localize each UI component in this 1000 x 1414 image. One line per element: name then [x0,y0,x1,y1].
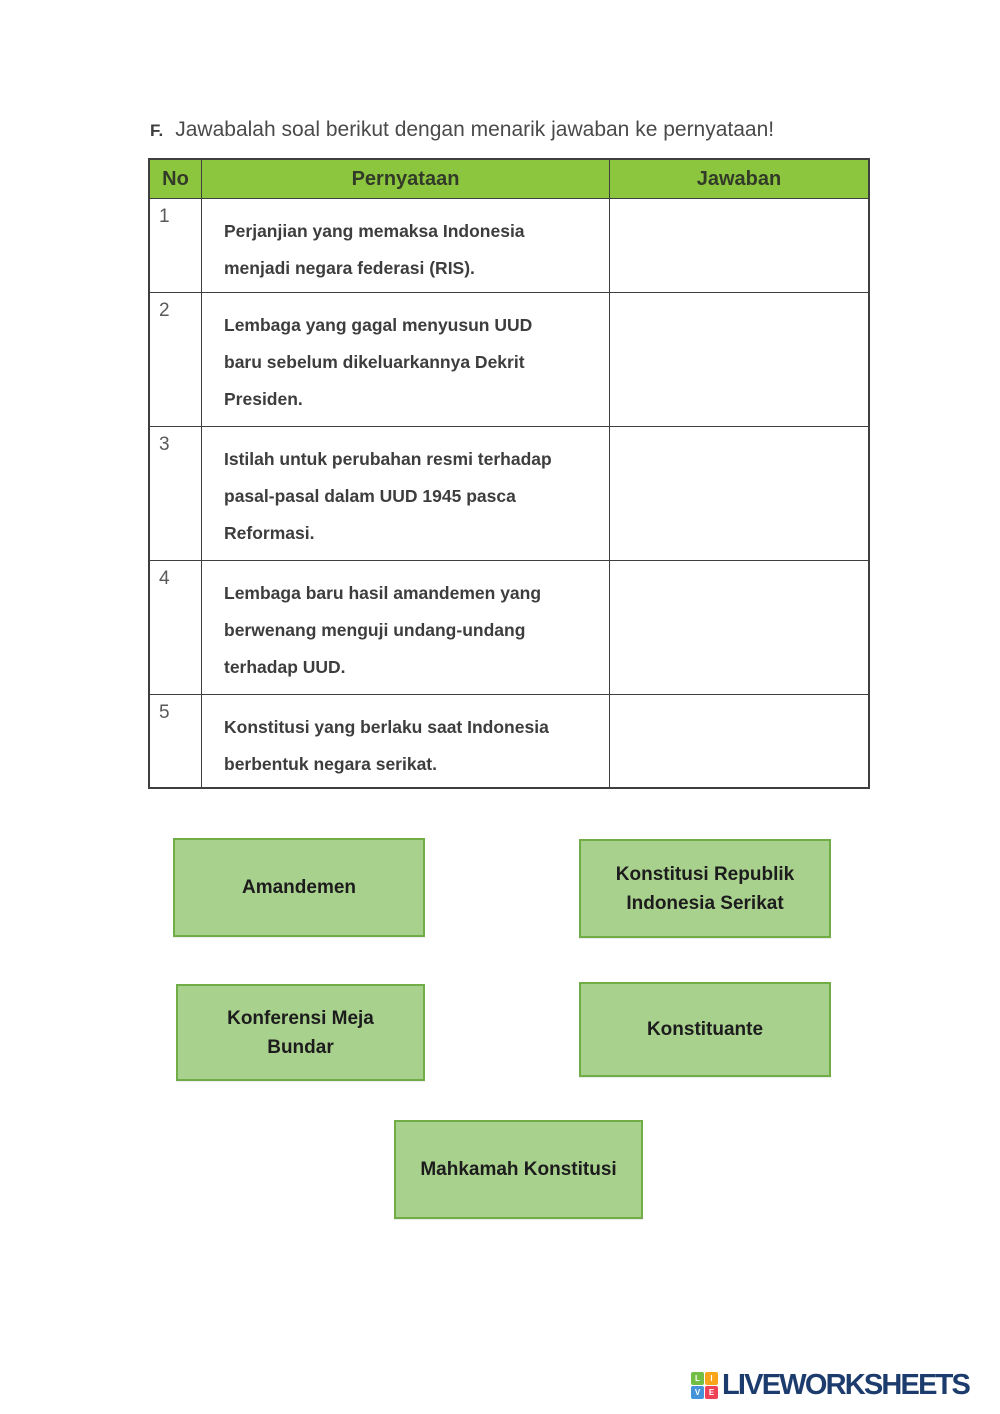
answer-drag-box-konstituante[interactable]: Konstituante [579,982,831,1077]
logo-square-e: E [705,1385,718,1399]
answer-drag-box-konferensi-meja-bundar[interactable]: Konferensi Meja Bundar [176,984,425,1081]
statement-text: Perjanjian yang memaksa Indonesia menjad… [202,199,610,292]
answer-drop-cell-1[interactable] [610,199,868,292]
statement-text: Lembaga baru hasil amandemen yang berwen… [202,561,610,694]
answer-drag-box-mahkamah-konstitusi[interactable]: Mahkamah Konstitusi [394,1120,643,1219]
row-number: 2 [159,300,170,321]
column-header-pernyataan: Pernyataan [202,160,610,198]
row-number: 1 [159,206,170,227]
statement-text: Konstitusi yang berlaku saat Indonesia b… [202,695,610,787]
answer-drop-cell-5[interactable] [610,695,868,787]
logo-square-v: V [691,1385,704,1399]
answer-drop-cell-4[interactable] [610,561,868,694]
answer-drop-cell-3[interactable] [610,427,868,560]
column-header-no: No [150,160,202,198]
liveworksheets-brand: L I V E LIVEWORKSHEETS [691,1368,971,1401]
row-number: 4 [159,568,170,589]
table-row: 4 Lembaga baru hasil amandemen yang berw… [150,560,868,694]
table-header-row: No Pernyataan Jawaban [150,160,868,198]
exercise-title: F. Jawabalah soal berikut dengan menarik … [150,118,890,142]
answer-drop-cell-2[interactable] [610,293,868,426]
matching-table: No Pernyataan Jawaban 1 Perjanjian yang … [148,158,870,789]
liveworksheets-logo-icon: L I V E [691,1371,718,1399]
exercise-instruction: Jawabalah soal berikut dengan menarik ja… [175,118,775,141]
statement-text: Lembaga yang gagal menyusun UUD baru seb… [202,293,610,426]
row-number: 3 [159,434,170,455]
table-row: 1 Perjanjian yang memaksa Indonesia menj… [150,198,868,292]
logo-square-i: I [705,1371,718,1385]
statement-text: Istilah untuk perubahan resmi terhadap p… [202,427,610,560]
exercise-letter: F. [150,121,164,140]
brand-wordmark: LIVEWORKSHEETS [722,1368,971,1401]
logo-square-l: L [691,1371,704,1385]
column-header-jawaban: Jawaban [696,167,782,190]
answer-drag-box-amandemen[interactable]: Amandemen [173,838,425,937]
table-row: 2 Lembaga yang gagal menyusun UUD baru s… [150,292,868,426]
row-number: 5 [159,702,170,723]
answer-drag-box-konstitusi-ris[interactable]: Konstitusi Republik Indonesia Serikat [579,839,831,938]
table-row: 3 Istilah untuk perubahan resmi terhadap… [150,426,868,560]
table-row: 5 Konstitusi yang berlaku saat Indonesia… [150,694,868,787]
